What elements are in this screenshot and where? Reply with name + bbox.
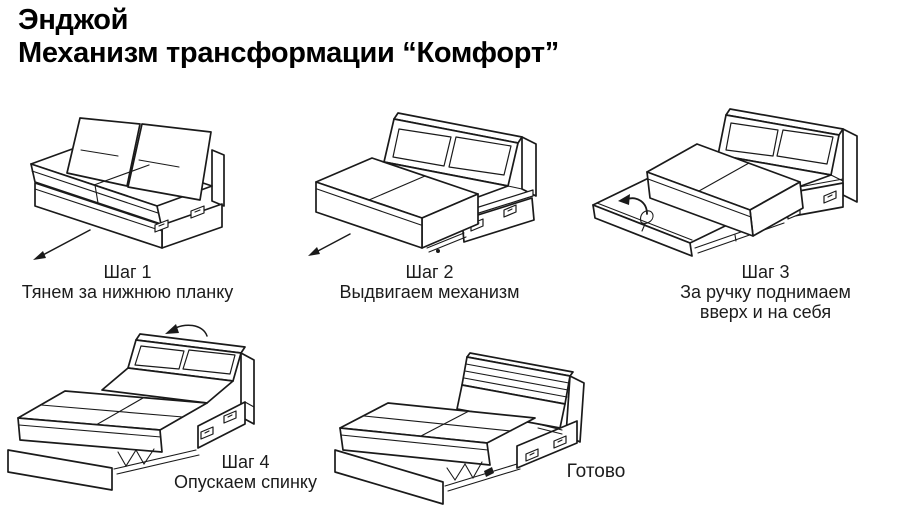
seat-top-divider <box>368 175 426 201</box>
latch-plate <box>200 426 214 440</box>
base-seam <box>34 188 163 232</box>
backrest-panel-left <box>134 345 185 370</box>
step-2-figure <box>292 98 572 270</box>
handle-loop-icon <box>640 210 654 232</box>
step-3-caption-line-1: За ручку поднимаем <box>680 282 851 302</box>
step-3-caption-block: Шаг 3 За ручку поднимаем вверх и на себя <box>648 262 883 322</box>
deck-edge <box>830 174 844 182</box>
step-4-label: Шаг 4 <box>221 452 270 472</box>
seat-piping <box>316 188 422 226</box>
slat-line <box>464 370 569 391</box>
result-illustration <box>334 352 585 505</box>
sofa-side-post <box>211 149 225 207</box>
latch-plate <box>190 205 205 219</box>
slat-line <box>465 363 570 384</box>
step-1-illustration <box>30 117 225 260</box>
step-1-label: Шаг 1 <box>103 262 152 282</box>
mattress-front-face <box>17 417 163 453</box>
latch-slot <box>204 430 210 434</box>
fold-down-arrow-icon <box>165 324 208 337</box>
pull-direction-arrow-icon <box>33 229 91 260</box>
step-3-label: Шаг 3 <box>741 262 790 282</box>
backrest-panel-right <box>182 349 236 375</box>
mattress-piping <box>647 178 752 218</box>
step-2-illustration <box>308 112 537 256</box>
back-cushion-left <box>66 117 141 187</box>
step-4-caption: Опускаем спинку <box>173 472 318 492</box>
slat-line <box>463 377 568 398</box>
step-4-caption-block: Шаг 4 Опускаем спинку <box>128 452 363 492</box>
step-3-caption-line-2: вверх и на себя <box>699 302 832 322</box>
mattress-seam <box>95 397 144 426</box>
seat-top-divider <box>93 164 150 186</box>
mattress-front-face <box>339 427 491 466</box>
step-1-figure <box>15 100 265 268</box>
latch-slot <box>507 208 513 212</box>
frame-front-panel <box>334 449 444 505</box>
latch-plate <box>525 448 539 462</box>
support-truss <box>444 461 521 492</box>
result-label: Готово <box>566 461 626 482</box>
frame-front-panel <box>7 449 113 491</box>
seat-divider <box>94 184 99 204</box>
latch-slot <box>227 414 233 418</box>
side-panel <box>842 128 858 203</box>
result-figure <box>310 328 655 510</box>
cushion-seam <box>138 159 180 168</box>
step-1-caption-block: Шаг 1 Тянем за нижнюю планку <box>10 262 245 302</box>
mattress-piping <box>18 424 162 438</box>
backrest-panel-right <box>448 136 512 176</box>
step-3-illustration <box>592 108 858 257</box>
step-4-figure <box>0 322 330 504</box>
latch-plate <box>154 219 169 233</box>
latch-plate <box>823 190 837 204</box>
mattress-divider <box>698 162 750 192</box>
product-name: Энджой <box>18 4 129 36</box>
cushion-seam <box>80 149 119 157</box>
tray-lip <box>596 202 693 241</box>
seat-piping <box>31 170 159 214</box>
step-2-caption: Выдвигаем механизм <box>339 282 520 302</box>
rail-lines <box>537 423 563 435</box>
latch-plate <box>223 410 237 424</box>
step-2-caption-block: Шаг 2 Выдвигаем механизм <box>312 262 547 302</box>
mattress-seam <box>420 410 470 437</box>
side-panel <box>521 136 537 197</box>
latch-slot <box>158 223 165 227</box>
step-2-label: Шаг 2 <box>405 262 454 282</box>
lift-up-arrow-icon <box>618 194 648 215</box>
backrest-panel-right <box>776 129 834 165</box>
latch-plate <box>503 204 517 218</box>
pull-direction-arrow-icon <box>308 233 351 256</box>
latch-plate <box>553 435 567 449</box>
step-4-illustration <box>7 324 255 491</box>
backrest-panel-left <box>392 128 452 167</box>
seat-block-front-face <box>315 181 423 249</box>
deck-edge <box>507 185 523 190</box>
mattress-seam <box>363 415 512 432</box>
step-1-caption: Тянем за нижнюю планку <box>21 282 234 302</box>
latch-slot <box>194 209 201 213</box>
latch-slot <box>557 439 563 443</box>
mechanism-title: Механизм трансформации “Комфорт” <box>18 37 559 69</box>
support-truss <box>113 448 200 475</box>
backrest-panel-left <box>725 122 779 157</box>
latch-slot <box>827 194 833 198</box>
mattress-seam <box>40 404 184 418</box>
back-cushion-right <box>127 123 212 201</box>
step-3-figure <box>585 98 905 270</box>
mattress-piping <box>340 434 489 451</box>
latch-slot <box>529 452 535 456</box>
base-right-face <box>197 401 246 449</box>
base-edge <box>244 401 255 408</box>
page-title: Энджой Механизм трансформации “Комфорт” <box>18 4 559 70</box>
